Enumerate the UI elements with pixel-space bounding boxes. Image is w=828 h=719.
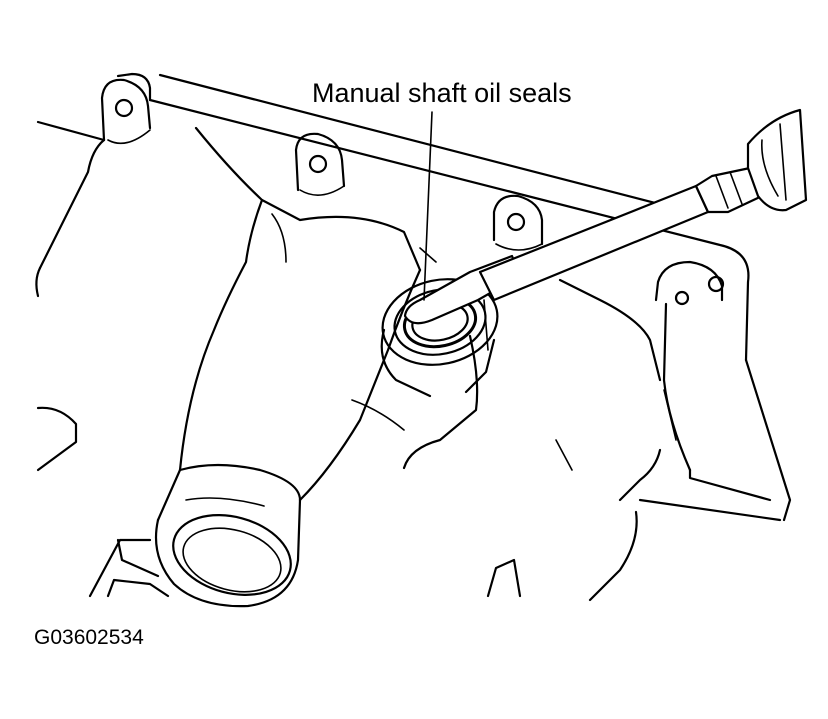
screwdriver — [403, 108, 808, 325]
manual-shaft-oil-seal — [380, 278, 499, 398]
case-body-ridge — [178, 126, 792, 602]
seal-callout-label: Manual shaft oil seals — [312, 78, 572, 108]
bolt-boss-2 — [294, 132, 346, 196]
callout-leader-line — [423, 111, 433, 301]
bolt-boss-1 — [100, 78, 152, 145]
tube-boss — [154, 463, 302, 608]
case-outline — [35, 72, 750, 362]
bolt-boss-4 — [654, 260, 725, 306]
figure-id: G03602534 — [34, 626, 144, 649]
case-lower-edge — [36, 389, 677, 598]
bolt-boss-3 — [492, 194, 544, 251]
